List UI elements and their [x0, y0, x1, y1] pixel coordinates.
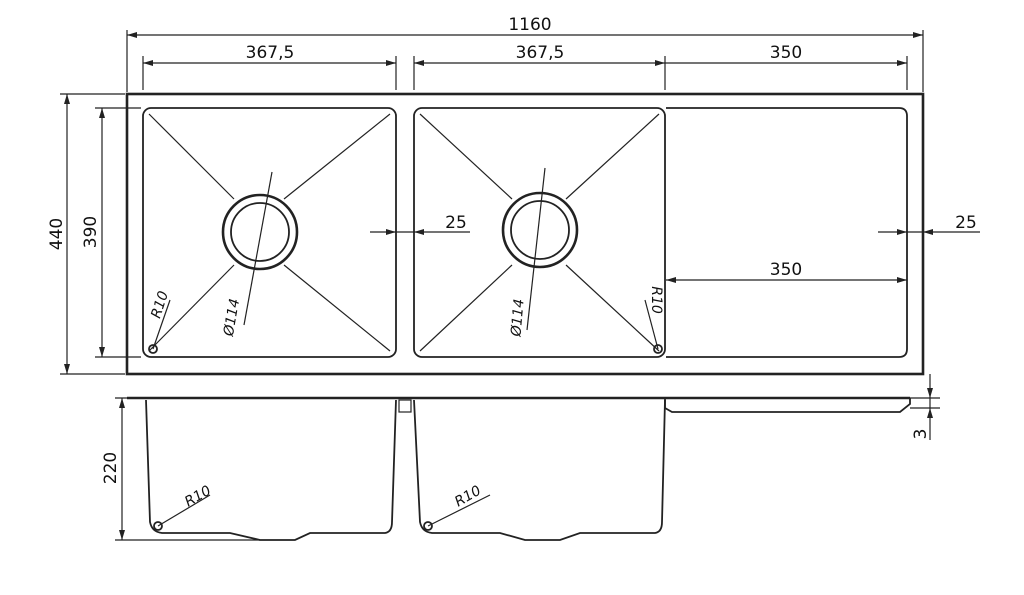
label-radius-left-top: R10 [148, 289, 172, 320]
left-drain-outer [221, 193, 299, 271]
label-left-bowl-width: 367,5 [246, 43, 295, 63]
left-bowl-side [145, 399, 397, 541]
label-radius-left-side: R10 [182, 483, 214, 511]
label-drainboard-inner: 350 [770, 260, 802, 280]
label-right-bowl-width: 367,5 [516, 43, 565, 63]
left-corner-dot [148, 344, 158, 354]
label-drainboard-width: 350 [770, 43, 802, 63]
label-rim-thickness: 3 [911, 429, 931, 440]
left-bowl-diagonal [148, 113, 235, 200]
left-drain-inner [230, 202, 290, 262]
right-drain-inner [510, 200, 570, 260]
right-bowl-side [413, 399, 666, 541]
right-bowl-diagonal [565, 264, 660, 352]
top-view [125, 92, 925, 376]
left-bowl-diagonal [283, 113, 391, 200]
right-bowl-diagonal [419, 113, 513, 200]
right-drain-leader [526, 167, 546, 331]
left-radius-leader [152, 299, 171, 350]
label-drain-right: Ø114 [508, 298, 527, 338]
label-gap-left: 25 [445, 213, 467, 233]
right-corner-dot [653, 344, 663, 354]
label-gap-right: 25 [955, 213, 977, 233]
drainboard-side [664, 398, 911, 413]
right-radius-leader [644, 299, 659, 350]
left-bowl-diagonal [148, 264, 235, 352]
side-view [127, 396, 911, 541]
drainboard [666, 107, 908, 358]
right-bowl-diagonal [565, 113, 660, 200]
left-side-radius-leader [157, 494, 211, 527]
label-radius-right-top: R10 [648, 286, 664, 314]
left-bowl-diagonal [283, 264, 391, 352]
sink-outline [125, 92, 925, 376]
right-side-corner-dot [423, 521, 433, 531]
label-overall-width: 1160 [508, 15, 551, 35]
label-overall-depth: 440 [47, 218, 67, 250]
left-drain-leader [243, 171, 273, 326]
label-drain-left: Ø114 [221, 297, 243, 338]
dimension-lines [60, 30, 980, 541]
label-bowl-height: 220 [101, 452, 121, 484]
label-bowl-depth: 390 [81, 216, 101, 248]
right-bowl-diagonal [419, 264, 513, 352]
dimension-labels: 1160 367,5 367,5 350 440 390 25 25 350 3… [47, 15, 977, 510]
right-side-radius-leader [427, 494, 491, 527]
left-side-corner-dot [153, 521, 163, 531]
bowl-connector [398, 399, 412, 413]
right-drain-outer [501, 191, 579, 269]
